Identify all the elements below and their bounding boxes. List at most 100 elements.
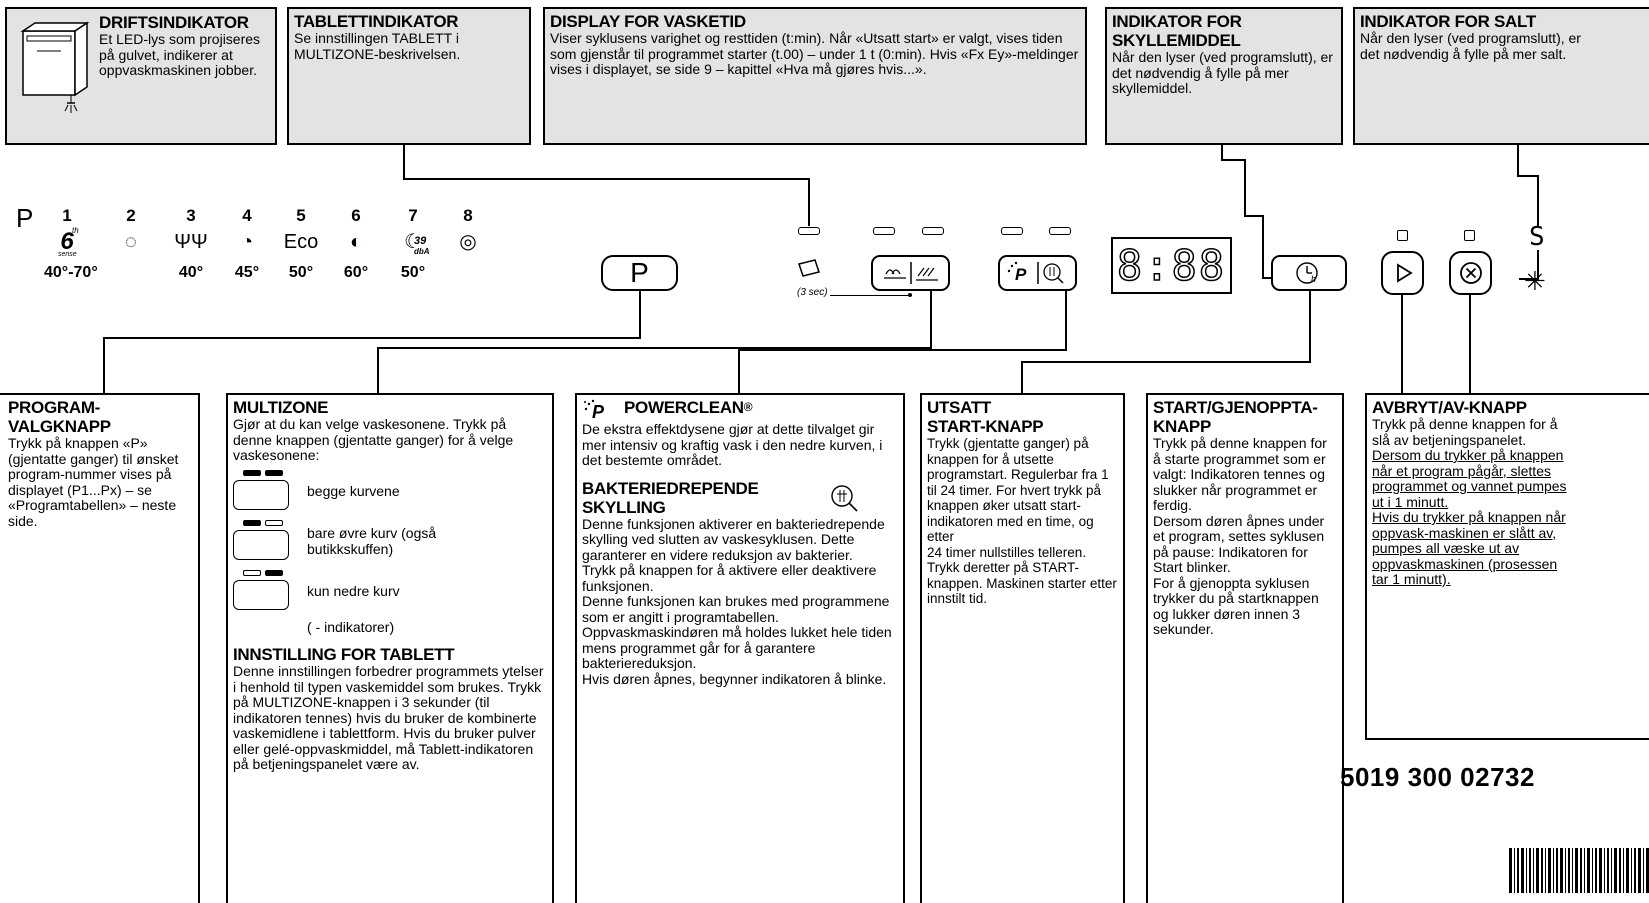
tablett-setting-title: INNSTILLING FOR TABLETT bbox=[233, 645, 455, 664]
tablet-caption: (3 sec) bbox=[797, 287, 828, 298]
box-utsatt-start: UTSATT START-KNAPP Trykk (gjentatte gang… bbox=[920, 393, 1125, 903]
sixth-sense-sub: th bbox=[72, 226, 79, 235]
night-db-value: 39 bbox=[414, 235, 427, 247]
program-8: 8◎ bbox=[445, 206, 491, 296]
start-text: Trykk på denne knappen for å starte prog… bbox=[1153, 435, 1327, 637]
cancel-button[interactable] bbox=[1449, 251, 1492, 295]
bacteria-text: Denne funksjonen aktiverer en bakteriedr… bbox=[582, 515, 892, 687]
time-display-digits: 8:88 bbox=[1116, 240, 1227, 291]
program-glyph: ◔ bbox=[240, 231, 254, 253]
avbryt-text: Trykk på denne knappen for å slå av betj… bbox=[1372, 416, 1558, 448]
program-temperature: 40° bbox=[178, 264, 204, 281]
multizone-option-both-label: begge kurvene bbox=[307, 482, 400, 499]
delay-start-button[interactable]: h bbox=[1271, 255, 1347, 291]
avbryt-text-underlined-2: Hvis du trykker på knappen når oppvask-m… bbox=[1372, 509, 1566, 587]
tablett-setting-text: Denne innstillingen forbedrer programmet… bbox=[233, 663, 544, 772]
dishwasher-icon bbox=[20, 21, 90, 113]
driftsindikator-title: DRIFTSINDIKATOR bbox=[99, 13, 249, 32]
play-icon bbox=[1396, 263, 1413, 283]
powerclean-icon: P bbox=[1007, 261, 1064, 284]
box-display-vasketid: DISPLAY FOR VASKETID Viser syklusens var… bbox=[543, 7, 1087, 145]
powerclean-text: De ekstra effektdysene gjør at dette til… bbox=[582, 421, 883, 468]
glasses-icon: ΨΨ bbox=[168, 226, 214, 258]
tablet-indicator-led bbox=[798, 227, 820, 235]
box-program-button: PROGRAM- VALGKNAPP Trykk på knappen «P» … bbox=[0, 393, 200, 903]
tablet-icon bbox=[798, 259, 820, 277]
program-glyph: ◎ bbox=[459, 231, 477, 253]
box-powerclean: P POWERCLEAN® De ekstra effektdysene gjø… bbox=[575, 393, 905, 903]
multizone-legend: ( - indikatorer) bbox=[307, 618, 395, 635]
program-glyph: 6 bbox=[60, 228, 74, 255]
sixth-sense-label: sense bbox=[58, 251, 77, 258]
powerclean-led bbox=[1001, 227, 1023, 235]
soak-icon: ◎ bbox=[445, 226, 491, 258]
eco-icon: Eco bbox=[278, 226, 324, 258]
multizone-text: Gjør at du kan velge vaskesonene. Trykk … bbox=[233, 416, 514, 463]
cancel-x-icon bbox=[1459, 262, 1482, 284]
program-2: 2◌ bbox=[108, 206, 154, 296]
program-4: 4 ◔ 45° bbox=[224, 206, 270, 296]
bacteria-title: BAKTERIEDREPENDE SKYLLING bbox=[582, 478, 759, 517]
salt-text: Når den lyser (ved programslutt), er det… bbox=[1360, 30, 1581, 62]
barcode bbox=[1509, 848, 1649, 893]
multizone-option-upper-label: bare øvre kurv (også butikkskuffen) bbox=[307, 525, 437, 557]
clock-icon: h bbox=[1296, 262, 1318, 284]
salt-icon: S bbox=[1529, 222, 1545, 252]
program-button[interactable]: P bbox=[601, 255, 678, 291]
box-start: START/GJENOPPTA- KNAPP Trykk på denne kn… bbox=[1146, 393, 1344, 903]
bacteria-icon bbox=[831, 484, 858, 512]
box-tablettindikator: TABLETTINDIKATOR Se innstillingen TABLET… bbox=[287, 7, 531, 145]
night-db-unit: dbA bbox=[414, 247, 430, 256]
program-number: 1 bbox=[62, 206, 72, 225]
svg-text:P: P bbox=[1015, 265, 1027, 284]
box-avbryt: AVBRYT/AV-KNAPP Trykk på denne knappen f… bbox=[1365, 393, 1649, 740]
program-temperature: 60° bbox=[343, 264, 369, 281]
intensive-icon: ◐ bbox=[333, 226, 379, 258]
p-letter: P bbox=[16, 203, 34, 233]
box-skyllemiddel: INDIKATOR FOR SKYLLEMIDDEL Når den lyser… bbox=[1105, 7, 1343, 145]
program-number: 6 bbox=[351, 206, 361, 225]
box-salt: INDIKATOR FOR SALT Når den lyser (ved pr… bbox=[1353, 7, 1649, 145]
program-number: 7 bbox=[408, 206, 418, 225]
program-number: 3 bbox=[186, 206, 196, 225]
start-led bbox=[1397, 230, 1408, 241]
utsatt-title: UTSATT START-KNAPP bbox=[927, 398, 1044, 436]
fast-icon: ◔ bbox=[224, 226, 270, 258]
skyllemiddel-title-2: SKYLLEMIDDEL bbox=[1112, 31, 1241, 50]
program-glyph: ΨΨ bbox=[174, 231, 208, 253]
avbryt-title: AVBRYT/AV-KNAPP bbox=[1372, 398, 1527, 417]
multizone-led-lower bbox=[922, 227, 944, 235]
program-number: 8 bbox=[463, 206, 473, 225]
avbryt-text-underlined-1: Dersom du trykker på knappen når et prog… bbox=[1372, 447, 1567, 510]
tablettindikator-title: TABLETTINDIKATOR bbox=[294, 12, 459, 31]
start-button[interactable] bbox=[1381, 251, 1424, 295]
program-glyph: ☾ bbox=[404, 231, 422, 253]
program-temperature: 40°-70° bbox=[44, 264, 98, 281]
box-multizone: MULTIZONE Gjør at du kan velge vaskesone… bbox=[226, 393, 554, 903]
program-glyph: ◐ bbox=[349, 231, 363, 253]
driftsindikator-text: Et LED-lys som projiseres på gulvet, ind… bbox=[99, 31, 261, 78]
utsatt-text: Trykk (gjentatte ganger) på knappen for … bbox=[927, 436, 1117, 606]
rinse-dots-icon: ◌ bbox=[108, 226, 154, 258]
multizone-led-upper bbox=[873, 227, 895, 235]
part-code: 5019 300 02732 bbox=[1340, 762, 1535, 792]
program-button-label: P bbox=[630, 257, 649, 288]
start-title: START/GJENOPPTA- KNAPP bbox=[1153, 398, 1318, 436]
box-driftsindikator: DRIFTSINDIKATOR Et LED-lys som projisere… bbox=[5, 7, 277, 145]
program-number: 4 bbox=[242, 206, 252, 225]
multizone-button[interactable] bbox=[871, 255, 950, 291]
program-temperature: 50° bbox=[400, 264, 426, 281]
program-box-text: Trykk på knappen «P» (gjentatte ganger) … bbox=[8, 435, 179, 529]
powerclean-bacteria-button[interactable]: P bbox=[998, 255, 1077, 291]
program-glyph: ◌ bbox=[125, 231, 137, 253]
program-temperature: 45° bbox=[234, 264, 260, 281]
program-temperature: 50° bbox=[288, 264, 314, 281]
program-6: 6 ◐ 60° bbox=[333, 206, 379, 296]
bacteria-led bbox=[1049, 227, 1071, 235]
svg-text:P: P bbox=[592, 402, 605, 422]
